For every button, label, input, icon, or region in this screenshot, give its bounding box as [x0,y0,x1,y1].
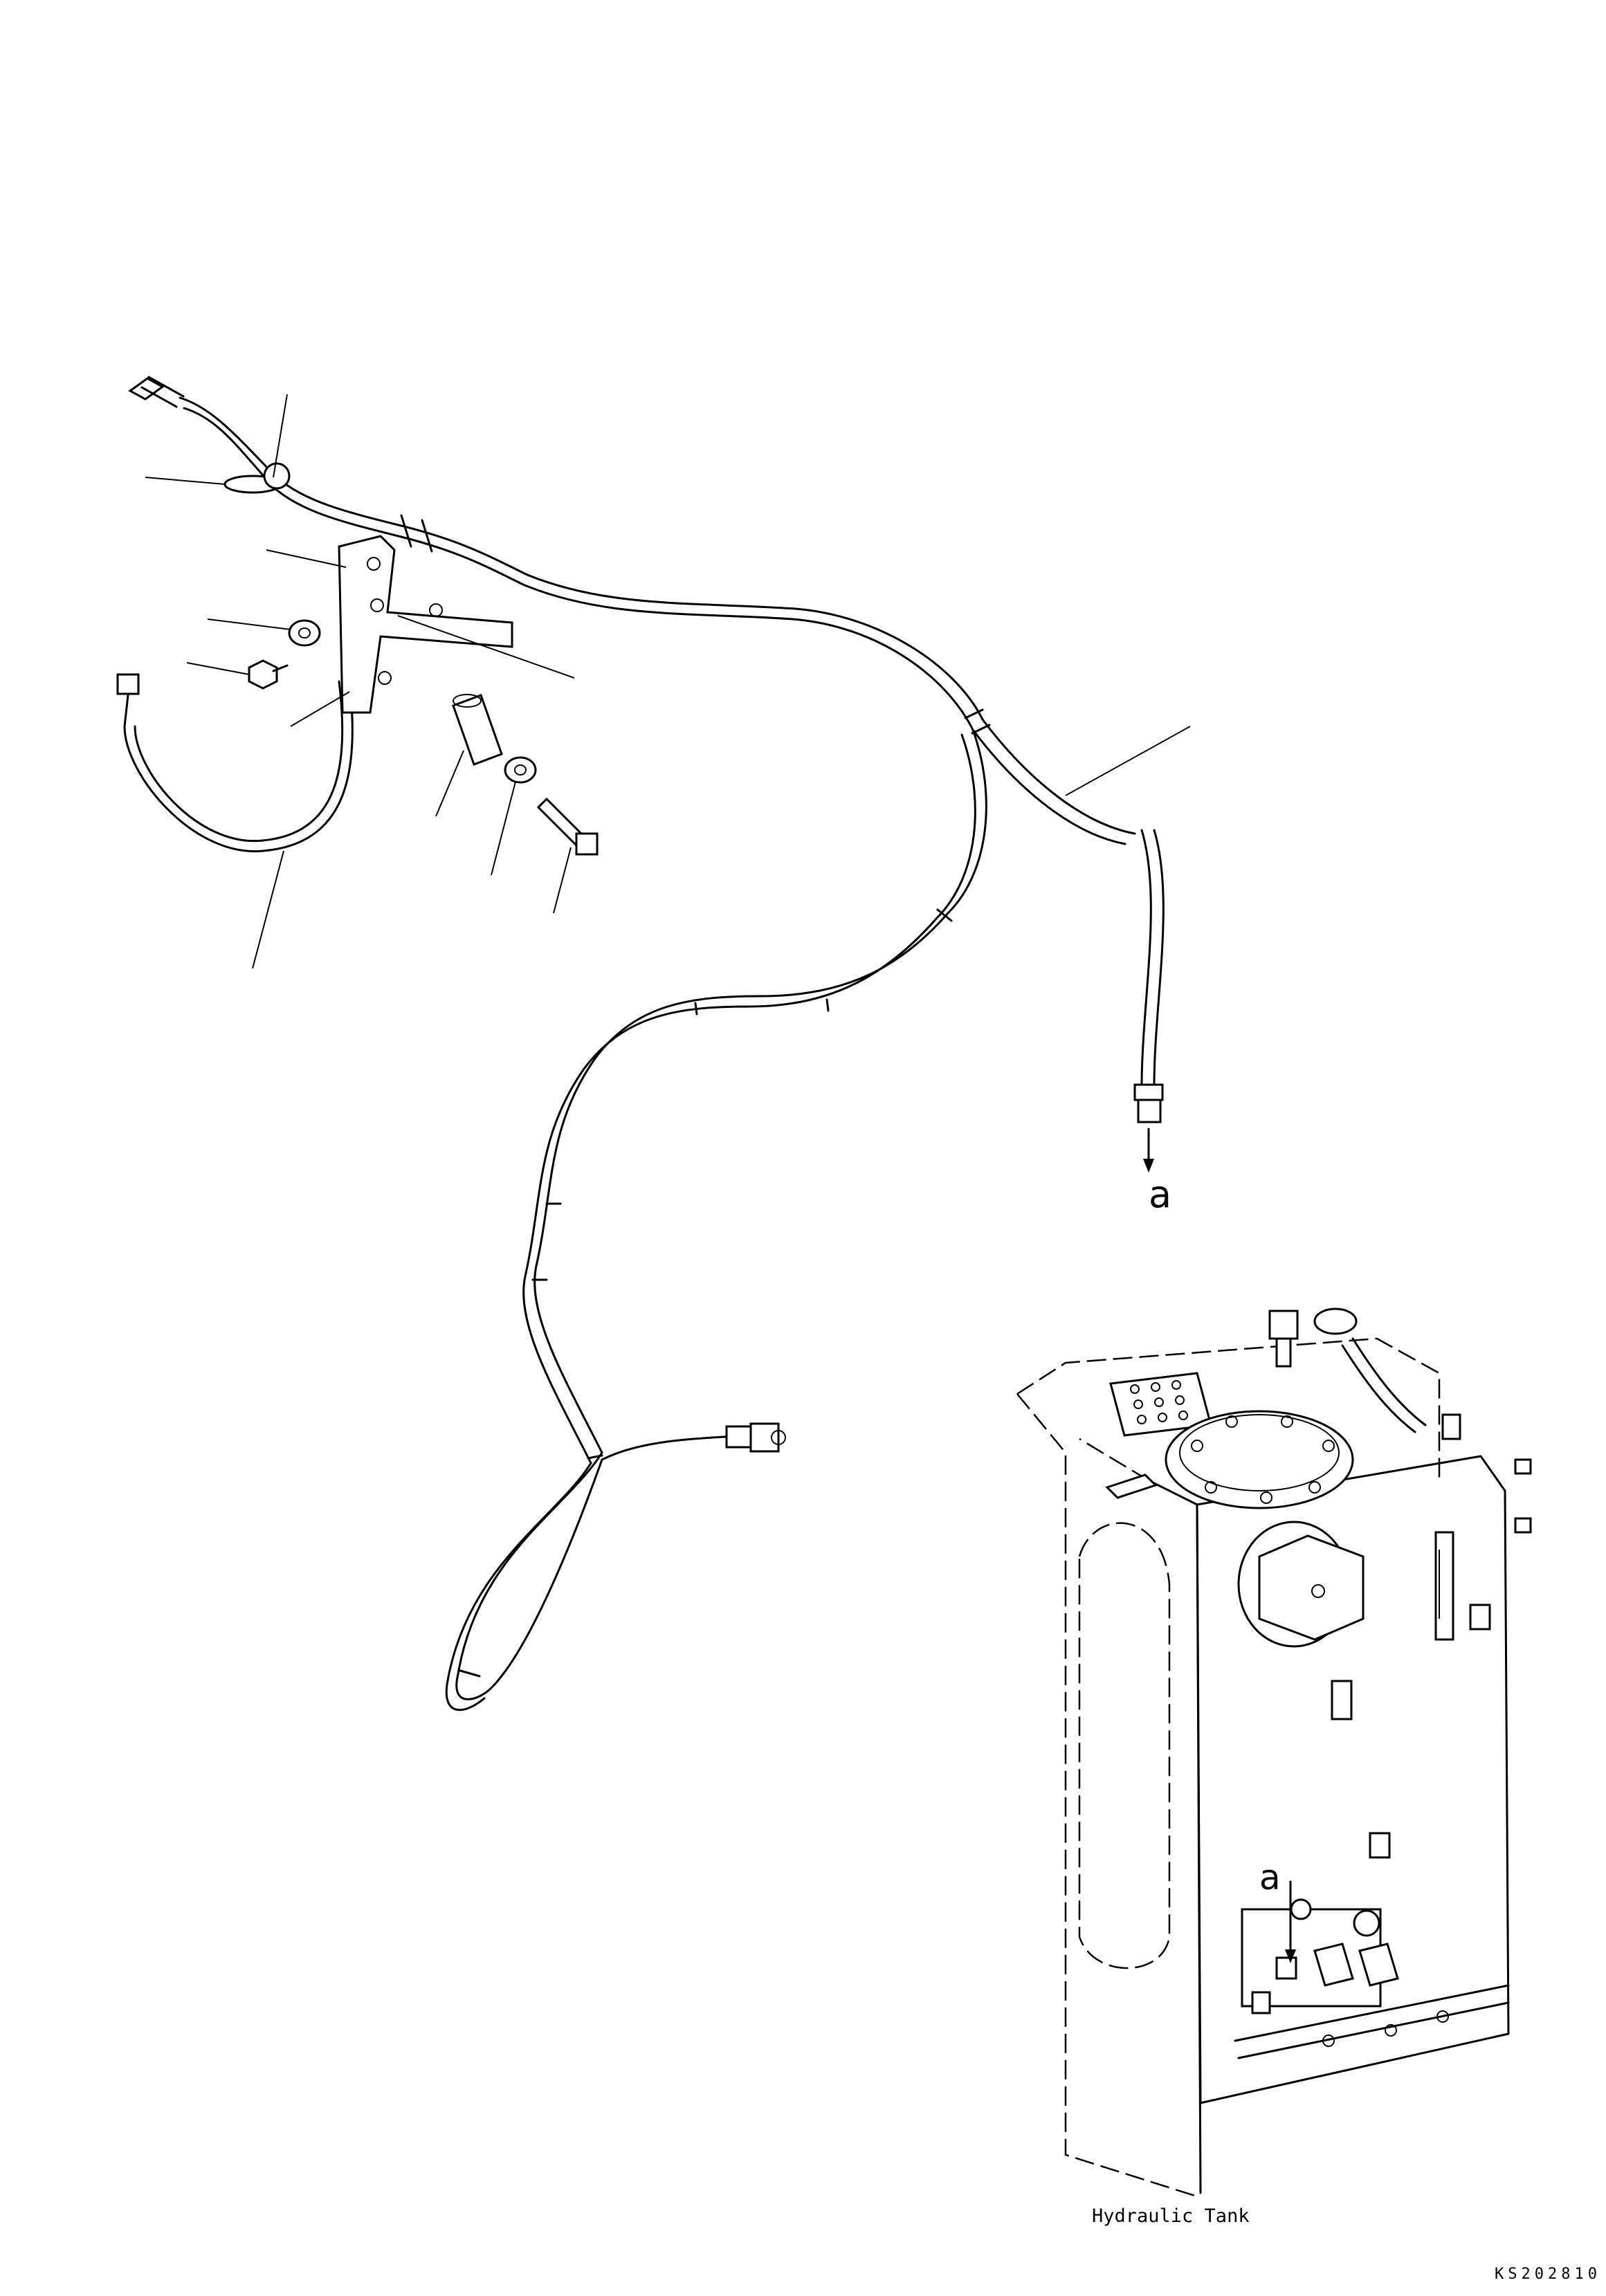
mounting-bracket [338,535,513,714]
leader-lines [145,394,1191,969]
upper-hose-left-fitting [128,376,403,538]
oil-level-gauge [1434,1531,1454,1641]
spacer-collar [452,694,503,766]
bolt-long [536,797,599,856]
tank-cover-plate [1165,1410,1354,1509]
hydraulic-tank [1016,1307,1532,2198]
tank-sight-window [1237,1521,1365,1648]
hose-end-fitting-right [1133,1083,1164,1173]
figure-caption: Hydraulic Tank [1092,2205,1250,2227]
main-hose-bundle [397,514,1165,1711]
connection-label-a-top: a [1149,1173,1172,1216]
drawing-code: KS202810 [1495,2266,1601,2283]
hose-clip [223,462,291,494]
top-vent-holes [1130,1380,1188,1424]
lower-hose-left [116,673,354,853]
bolt-short [248,659,289,690]
washer [288,619,321,647]
tank-outlet-ports [1241,1898,1399,2014]
tank-breather [1268,1307,1427,1433]
connection-label-a-tank: a [1259,1857,1281,1898]
hose-end-fitting-bottom [725,1422,786,1453]
washer-large [504,756,537,784]
